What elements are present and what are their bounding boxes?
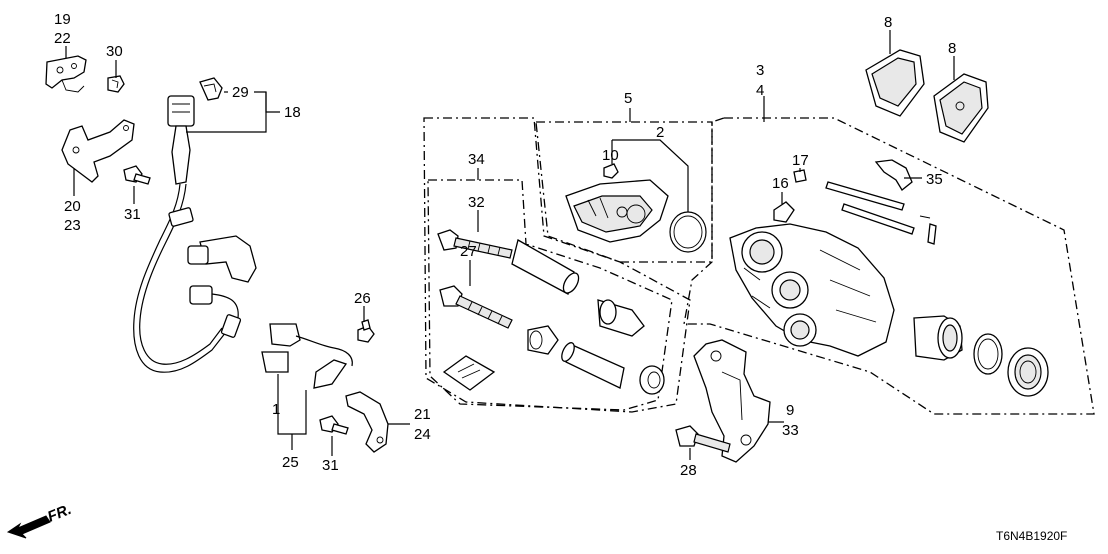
label-5: 5 (624, 90, 632, 107)
label-19: 19 (54, 11, 71, 28)
label-24: 24 (414, 426, 431, 443)
o-ring-2[interactable] (669, 211, 707, 253)
piston[interactable] (913, 315, 963, 361)
label-34: 34 (468, 151, 485, 168)
label-2: 2 (656, 124, 664, 141)
label-21: 21 (414, 406, 431, 423)
fr-label: FR. (45, 501, 74, 526)
piston-boot[interactable] (1007, 347, 1049, 397)
bolt-10[interactable] (603, 163, 619, 179)
brake-pad-8-inner[interactable] (865, 49, 925, 117)
bleeder-cap-17[interactable] (793, 169, 807, 183)
parking-brake-motor-2[interactable] (565, 179, 669, 243)
label-28: 28 (680, 462, 697, 479)
label-8-inner: 8 (884, 14, 892, 31)
part-labels: 19 22 30 29 18 20 23 31 26 1 25 31 21 24… (54, 11, 956, 479)
label-30: 30 (106, 43, 123, 60)
caliper-body-3-4[interactable] (729, 223, 895, 357)
grease-packet[interactable] (442, 355, 496, 391)
label-32: 32 (468, 194, 485, 211)
bracket-21-24[interactable] (345, 391, 389, 453)
clip-29[interactable] (199, 77, 223, 101)
pin-boot-small[interactable] (639, 365, 665, 395)
brake-pad-8-outer[interactable] (933, 73, 989, 143)
front-direction-arrow: FR. (6, 501, 74, 539)
label-27: 27 (460, 243, 477, 260)
label-18: 18 (284, 104, 301, 121)
pin-sleeve-lower[interactable] (559, 341, 625, 389)
label-9: 9 (786, 402, 794, 419)
label-17: 17 (792, 152, 809, 169)
label-35: 35 (926, 171, 943, 188)
guide-pin-bolt-27[interactable] (439, 285, 513, 329)
label-22: 22 (54, 30, 71, 47)
pin-boot-upper[interactable] (597, 299, 645, 337)
label-25: 25 (282, 454, 299, 471)
bolt-30[interactable] (107, 75, 125, 93)
label-3: 3 (756, 62, 764, 79)
guide-pins[interactable] (825, 181, 937, 245)
label-31-lower: 31 (322, 457, 339, 474)
label-31-upper: 31 (124, 206, 141, 223)
label-29: 29 (232, 84, 249, 101)
wheel-sensor-harness-18[interactable] (133, 95, 257, 373)
label-10: 10 (602, 147, 619, 164)
bracket-20-23[interactable] (61, 119, 135, 183)
label-20: 20 (64, 198, 81, 215)
bolt-31-upper[interactable] (123, 165, 151, 185)
label-4: 4 (756, 82, 764, 99)
label-16: 16 (772, 175, 789, 192)
label-33: 33 (782, 422, 799, 439)
label-23: 23 (64, 217, 81, 234)
bolt-31-lower[interactable] (319, 415, 349, 435)
piston-seal[interactable] (973, 333, 1003, 375)
bolt-28[interactable] (675, 425, 731, 453)
guide-pin-bolt-32[interactable] (437, 229, 513, 259)
label-8-outer: 8 (948, 40, 956, 57)
label-26: 26 (354, 290, 371, 307)
wheel-speed-sensor-1[interactable] (261, 323, 353, 389)
bracket-19-22[interactable] (45, 55, 87, 93)
bleeder-screw-16[interactable] (773, 201, 795, 223)
pad-spring-35[interactable] (874, 159, 913, 191)
caliper-bracket-9-33[interactable] (693, 339, 771, 463)
bolt-26[interactable] (357, 319, 375, 343)
label-1: 1 (272, 401, 280, 418)
pin-boot-lower[interactable] (527, 325, 559, 355)
pin-sleeve-upper[interactable] (511, 239, 582, 296)
diagram-code: T6N4B1920F (996, 529, 1067, 543)
